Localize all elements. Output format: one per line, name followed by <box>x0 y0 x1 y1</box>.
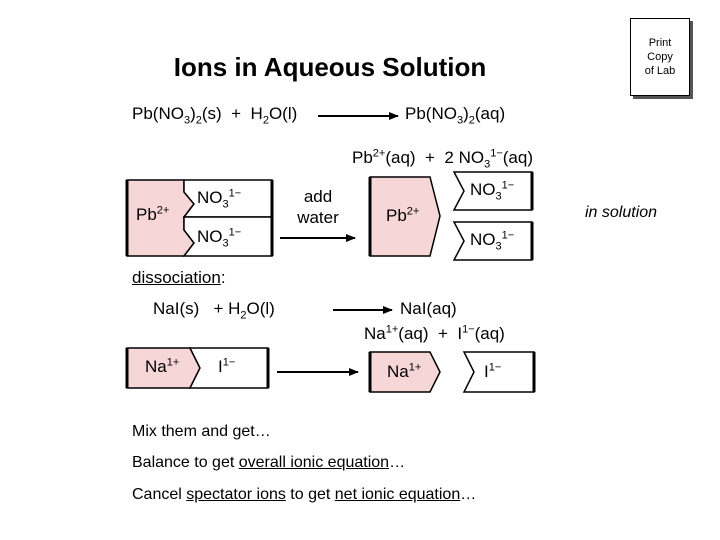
nitrate-bottom-label: NO31− <box>197 226 242 250</box>
step-mix: Mix them and get… <box>132 423 271 440</box>
free-nitrate-bottom-label: NO31− <box>470 229 515 253</box>
free-nitrate-top-shape <box>452 171 533 211</box>
dissociation-product: NaI(aq) <box>400 299 457 318</box>
add-water-label: add water <box>297 187 339 227</box>
na-cation-label: Na1+ <box>145 356 180 376</box>
print-copy-button[interactable]: Print Copy of Lab <box>630 18 690 96</box>
dissociation-heading: dissociation: <box>132 268 226 287</box>
iodide-label: I1− <box>218 356 236 376</box>
print-button-line2: Copy <box>647 51 673 63</box>
print-button-line3: of Lab <box>644 65 676 77</box>
equation-2-ions: Pb2+(aq) + 2 NO31−(aq) <box>352 147 533 171</box>
free-iodide-shape <box>462 351 535 393</box>
step-balance: Balance to get overall ionic equation… <box>132 454 406 471</box>
dissociation-ions: Na1+(aq) + I1−(aq) <box>364 323 505 343</box>
free-nitrate-bottom-shape <box>452 221 533 261</box>
free-nitrate-top-label: NO31− <box>470 179 515 203</box>
print-button-line1: Print <box>648 37 672 49</box>
step-cancel: Cancel spectator ions to get net ionic e… <box>132 486 477 503</box>
page-title: Ions in Aqueous Solution <box>173 52 487 82</box>
nitrate-top-label: NO31− <box>197 187 242 211</box>
free-iodide-label: I1− <box>484 361 502 381</box>
equation-1-product: Pb(NO3)2(aq) <box>405 104 506 127</box>
free-pb-cation-label: Pb2+ <box>386 205 420 225</box>
pb-cation-label: Pb2+ <box>136 204 170 224</box>
iodide-shape <box>188 347 269 389</box>
dissociation-reactants: NaI(s) + H2O(l) <box>153 299 275 322</box>
free-na-cation-label: Na1+ <box>387 361 422 381</box>
in-solution-note: in solution <box>585 204 658 221</box>
equation-1-reactants: Pb(NO3)2(s) + H2O(l) <box>132 104 298 127</box>
